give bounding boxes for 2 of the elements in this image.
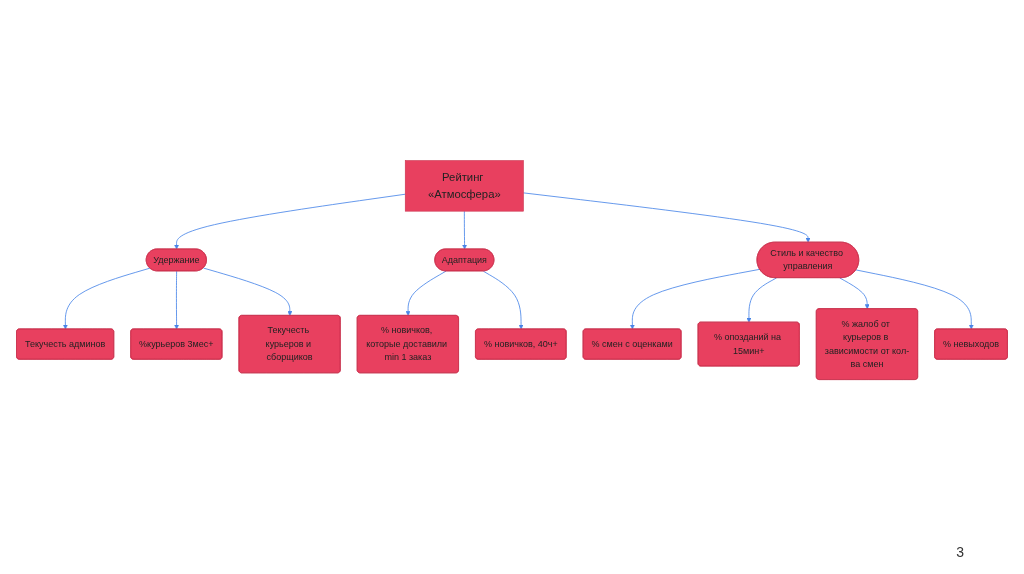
- node-box: Рейтинг «Атмосфера»: [404, 160, 524, 212]
- page-number: 3: [956, 544, 964, 560]
